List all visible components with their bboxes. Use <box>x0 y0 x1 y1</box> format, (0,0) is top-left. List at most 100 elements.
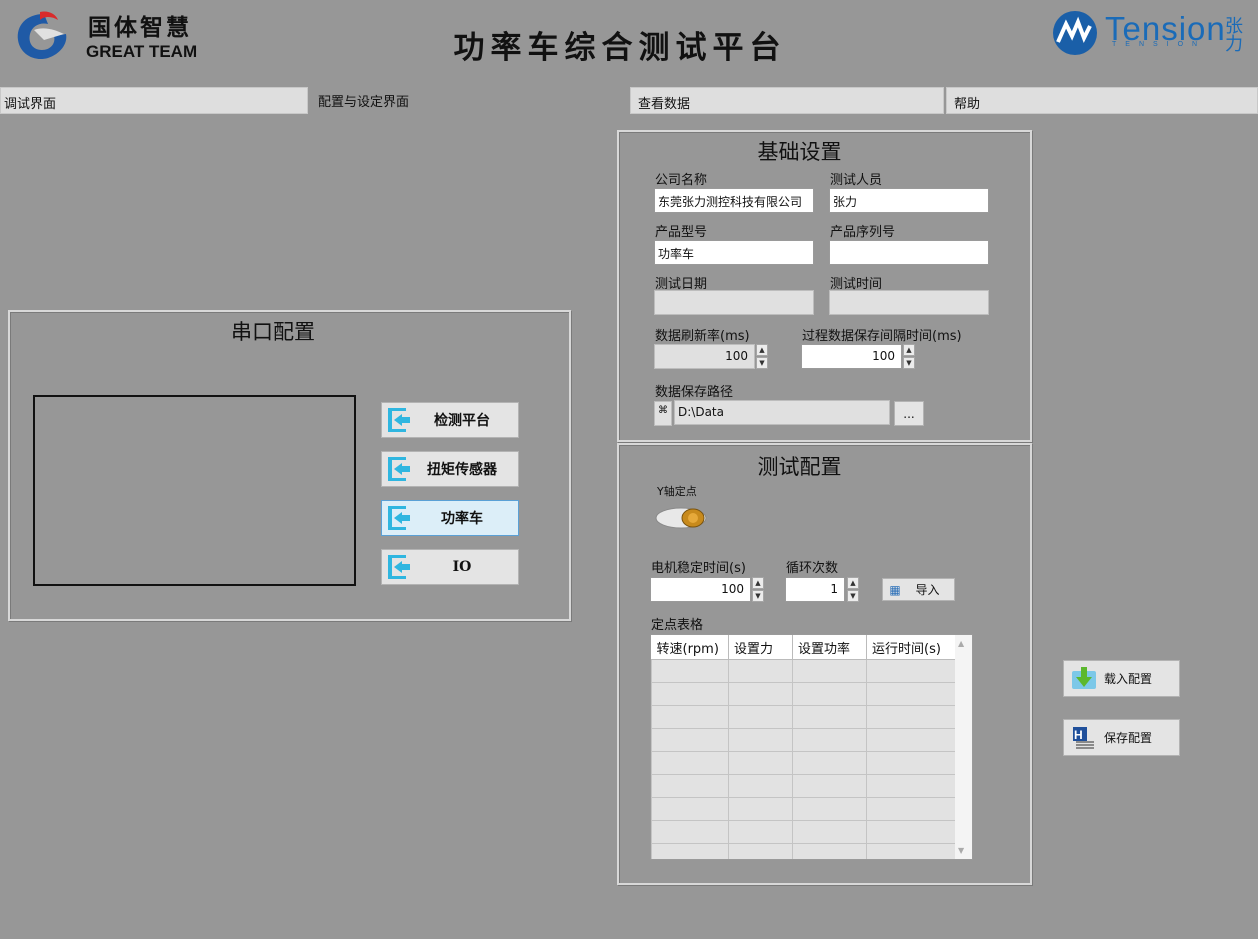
table-cell[interactable] <box>651 774 729 798</box>
table-row[interactable] <box>651 728 956 752</box>
table-cell[interactable] <box>866 843 956 859</box>
table-cell[interactable] <box>728 705 793 729</box>
table-cell[interactable] <box>792 843 867 859</box>
table-cell[interactable] <box>866 728 956 752</box>
table-cell[interactable] <box>866 797 956 821</box>
date-field <box>654 290 814 315</box>
y-fixed-toggle[interactable] <box>654 506 708 534</box>
path-browse-icon[interactable]: ⌘ <box>654 401 672 426</box>
table-scrollbar[interactable]: ▲ ▼ <box>955 635 972 859</box>
table-row[interactable] <box>651 751 956 775</box>
decrement-button[interactable]: ▼ <box>847 590 859 602</box>
save-config-button[interactable]: H 保存配置 <box>1063 719 1180 756</box>
refresh-rate-field[interactable]: 100 <box>654 344 755 369</box>
import-button[interactable]: ▦ 导入 <box>882 578 955 601</box>
table-cell[interactable] <box>728 843 793 859</box>
decrement-button[interactable]: ▼ <box>756 357 768 369</box>
table-cell[interactable] <box>651 728 729 752</box>
brand-cn: 国体智慧 <box>88 15 192 41</box>
tab-debug[interactable]: 调试界面 <box>0 87 308 114</box>
partner-brand: Tension <box>1105 10 1226 47</box>
refresh-rate-spinner[interactable]: ▲▼ <box>756 344 768 369</box>
table-cell[interactable] <box>651 682 729 706</box>
save-path-field[interactable]: D:\Data <box>674 400 890 425</box>
table-cell[interactable] <box>792 659 867 683</box>
table-cell[interactable] <box>728 774 793 798</box>
table-row[interactable] <box>651 682 956 706</box>
table-cell[interactable] <box>651 797 729 821</box>
device-label: 扭矩传感器 <box>427 462 497 478</box>
table-cell[interactable] <box>728 659 793 683</box>
table-row[interactable] <box>651 820 956 844</box>
save-config-label: 保存配置 <box>1104 731 1153 745</box>
device-button-io[interactable]: IO <box>381 549 519 585</box>
model-field[interactable]: 功率车 <box>654 240 814 265</box>
browse-button[interactable]: ... <box>894 401 924 426</box>
save-interval-spinner[interactable]: ▲▼ <box>903 344 915 369</box>
tester-field[interactable]: 张力 <box>829 188 989 213</box>
table-cell[interactable] <box>792 682 867 706</box>
column-header[interactable]: 设置功率 <box>792 635 867 660</box>
increment-button[interactable]: ▲ <box>752 577 764 589</box>
table-cell[interactable] <box>792 705 867 729</box>
company-field[interactable]: 东莞张力测控科技有限公司 <box>654 188 814 213</box>
table-cell[interactable] <box>866 682 956 706</box>
table-cell[interactable] <box>792 728 867 752</box>
serial-port-list[interactable] <box>33 395 356 586</box>
decrement-button[interactable]: ▼ <box>752 590 764 602</box>
partner-cn: 张力 <box>1222 16 1243 52</box>
test-config-group <box>617 443 1032 885</box>
load-config-button[interactable]: 载入配置 <box>1063 660 1180 697</box>
device-button-power-bike[interactable]: 功率车 <box>381 500 519 536</box>
table-cell[interactable] <box>866 659 956 683</box>
table-row[interactable] <box>651 659 956 683</box>
table-cell[interactable] <box>651 843 729 859</box>
tab-view-data[interactable]: 查看数据 <box>630 87 944 114</box>
table-cell[interactable] <box>651 751 729 775</box>
cycles-spinner[interactable]: ▲▼ <box>847 577 859 602</box>
motor-stable-spinner[interactable]: ▲▼ <box>752 577 764 602</box>
decrement-button[interactable]: ▼ <box>903 357 915 369</box>
refresh-rate-label: 数据刷新率(ms) <box>655 329 750 344</box>
table-cell[interactable] <box>728 682 793 706</box>
table-row[interactable] <box>651 774 956 798</box>
increment-button[interactable]: ▲ <box>756 344 768 356</box>
load-arrow-icon <box>1064 665 1104 693</box>
table-cell[interactable] <box>792 774 867 798</box>
serial-no-field[interactable] <box>829 240 989 265</box>
increment-button[interactable]: ▲ <box>903 344 915 356</box>
save-interval-field[interactable]: 100 <box>801 344 902 369</box>
column-header[interactable]: 转速(rpm) <box>651 635 729 660</box>
scroll-up-icon[interactable]: ▲ <box>958 639 965 648</box>
motor-stable-field[interactable]: 100 <box>650 577 751 602</box>
table-cell[interactable] <box>792 820 867 844</box>
column-header[interactable]: 设置力 <box>728 635 793 660</box>
table-cell[interactable] <box>728 751 793 775</box>
tab-help[interactable]: 帮助 <box>946 87 1258 114</box>
table-cell[interactable] <box>866 705 956 729</box>
table-cell[interactable] <box>792 797 867 821</box>
table-cell[interactable] <box>866 820 956 844</box>
scroll-down-icon[interactable]: ▼ <box>958 846 965 855</box>
device-button-torque-sensor[interactable]: 扭矩传感器 <box>381 451 519 487</box>
table-cell[interactable] <box>728 797 793 821</box>
table-cell[interactable] <box>866 774 956 798</box>
table-cell[interactable] <box>728 820 793 844</box>
table-row[interactable] <box>651 797 956 821</box>
cycles-label: 循环次数 <box>786 561 839 576</box>
table-row[interactable] <box>651 843 956 859</box>
increment-button[interactable]: ▲ <box>847 577 859 589</box>
table-row[interactable] <box>651 705 956 729</box>
device-button-platform[interactable]: 检测平台 <box>381 402 519 438</box>
cycles-field[interactable]: 1 <box>785 577 845 602</box>
table-cell[interactable] <box>651 659 729 683</box>
table-cell[interactable] <box>651 820 729 844</box>
tab-config[interactable]: 配置与设定界面 <box>314 87 624 114</box>
table-cell[interactable] <box>728 728 793 752</box>
column-header[interactable]: 运行时间(s) <box>866 635 956 660</box>
table-cell[interactable] <box>651 705 729 729</box>
table-cell[interactable] <box>866 751 956 775</box>
table-cell[interactable] <box>792 751 867 775</box>
fixed-point-table[interactable]: 转速(rpm) 设置力 设置功率 运行时间(s) ▲ ▼ <box>650 634 973 860</box>
device-label: 检测平台 <box>434 413 490 429</box>
